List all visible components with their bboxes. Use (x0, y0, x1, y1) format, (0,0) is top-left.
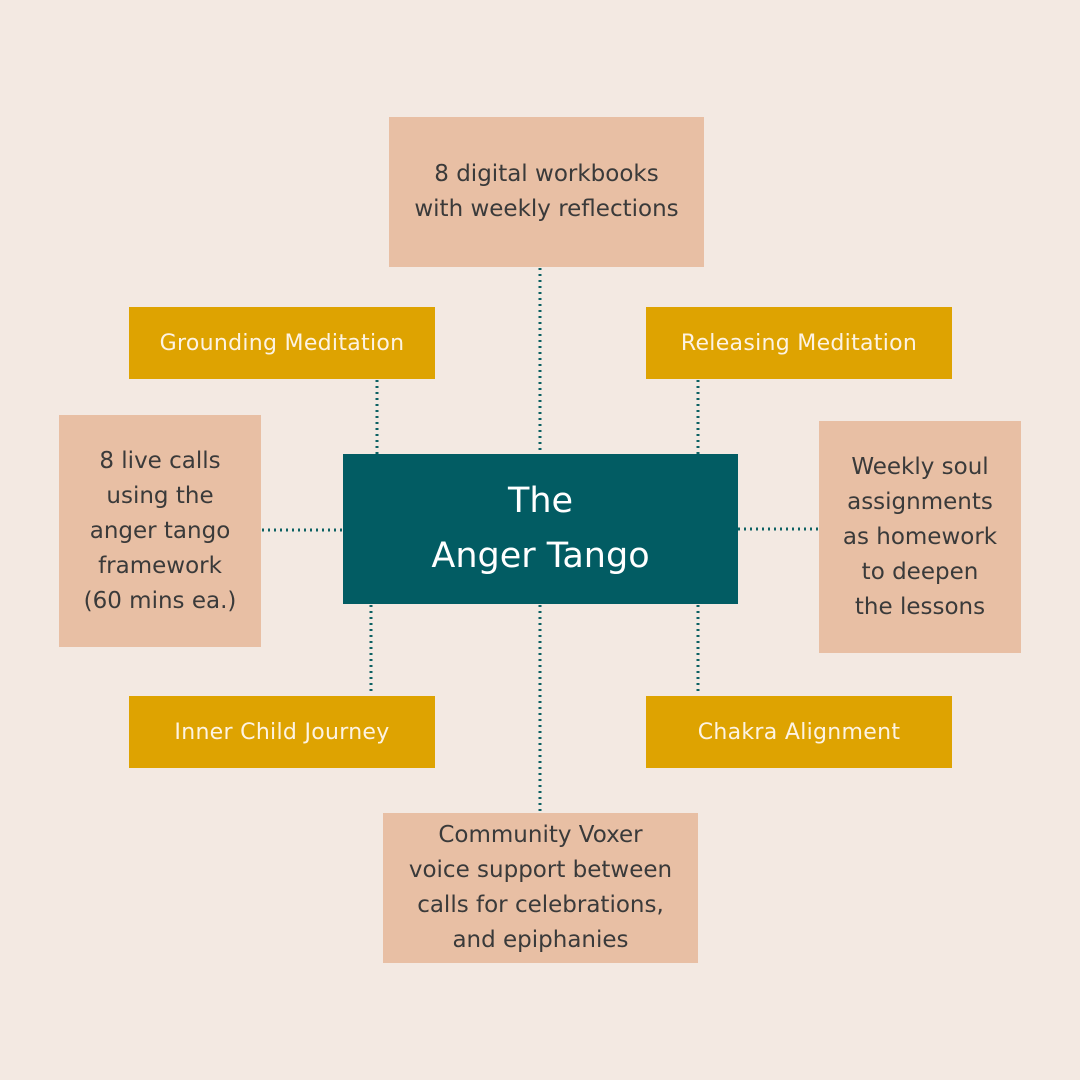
live-calls-line-3: anger tango (89, 517, 231, 544)
node-center-title: The Anger Tango (343, 454, 738, 604)
node-workbooks: 8 digital workbooks with weekly reflecti… (389, 117, 704, 267)
live-calls-line-5: (60 mins ea.) (83, 587, 237, 614)
node-inner-child-journey: Inner Child Journey (129, 696, 435, 768)
soul-assignments-line-3: as homework (842, 523, 998, 550)
node-releasing-meditation: Releasing Meditation (646, 307, 952, 379)
workbooks-line-2: with weekly reflections (414, 196, 679, 222)
inner-child-journey-label: Inner Child Journey (174, 719, 390, 745)
workbooks-line-1: 8 digital workbooks (434, 161, 659, 187)
soul-assignments-line-5: the lessons (854, 593, 986, 620)
center-title-line-1: The (507, 481, 574, 521)
node-chakra-alignment: Chakra Alignment (646, 696, 952, 768)
soul-assignments-line-2: assignments (847, 488, 993, 515)
soul-assignments-line-4: to deepen (861, 558, 979, 585)
node-soul-assignments: Weekly soul assignments as homework to d… (819, 421, 1021, 653)
voxer-line-1: Community Voxer (438, 822, 643, 848)
node-grounding-meditation: Grounding Meditation (129, 307, 435, 379)
releasing-meditation-label: Releasing Meditation (680, 330, 918, 356)
node-community-voxer: Community Voxer voice support between ca… (383, 813, 698, 963)
chakra-alignment-label: Chakra Alignment (697, 719, 901, 745)
node-live-calls: 8 live calls using the anger tango frame… (59, 415, 261, 647)
voxer-line-2: voice support between (408, 857, 673, 883)
live-calls-line-2: using the (106, 482, 214, 509)
voxer-line-4: and epiphanies (452, 927, 629, 953)
center-title-line-2: Anger Tango (431, 536, 650, 576)
live-calls-line-1: 8 live calls (99, 447, 221, 474)
live-calls-line-4: framework (98, 552, 222, 579)
voxer-line-3: calls for celebrations, (417, 892, 664, 918)
soul-assignments-line-1: Weekly soul (851, 453, 989, 480)
grounding-meditation-label: Grounding Meditation (159, 330, 405, 356)
